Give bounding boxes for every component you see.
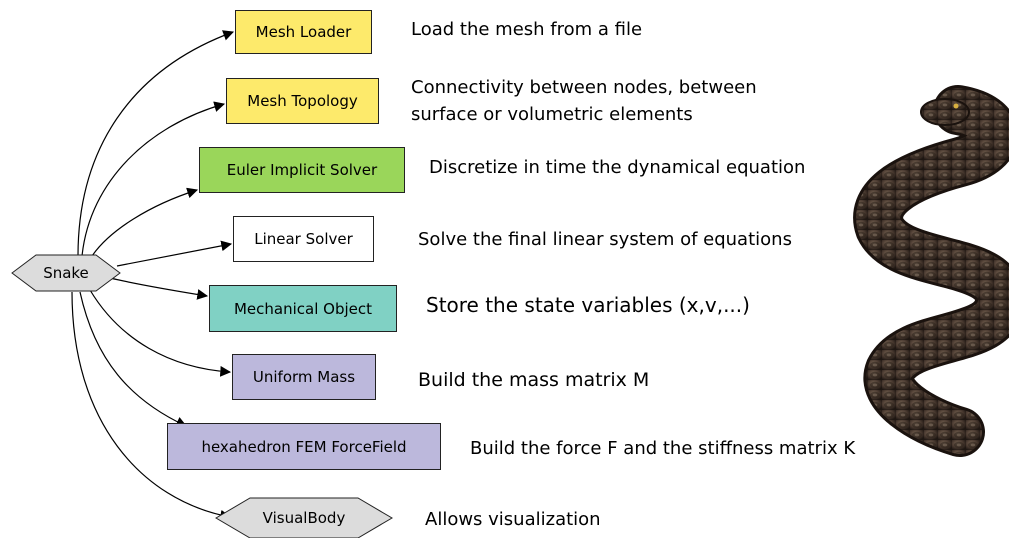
fem-forcefield-description: Build the force F and the stiffness matr… xyxy=(470,438,856,459)
edge-mesh-loader xyxy=(77,30,235,257)
edge-mesh-topology xyxy=(81,101,226,257)
edge-euler-solver xyxy=(91,187,199,257)
visualbody-description: Allows visualization xyxy=(425,509,601,530)
fem-forcefield-node[interactable]: hexahedron FEM ForceField xyxy=(167,423,441,470)
mesh-topology-description: Connectivity between nodes, between surf… xyxy=(411,77,757,125)
uniform-mass-node[interactable]: Uniform Mass xyxy=(232,354,376,400)
fem-forcefield-label: hexahedron FEM ForceField xyxy=(201,437,407,456)
edge-uniform-mass xyxy=(89,289,232,377)
mesh-topology-node[interactable]: Mesh Topology xyxy=(226,78,379,124)
visualbody-node[interactable]: VisualBody xyxy=(215,497,393,538)
edge-visualbody xyxy=(71,291,232,521)
root-hexagon xyxy=(11,254,121,292)
mesh-loader-label: Mesh Loader xyxy=(255,23,352,41)
edge-linear-solver xyxy=(116,240,233,267)
root-label: Snake xyxy=(43,264,89,282)
edge-fem-forcefield xyxy=(79,291,187,427)
uniform-mass-description: Build the mass matrix M xyxy=(418,369,650,391)
visualbody-label: VisualBody xyxy=(263,509,346,527)
linear-solver-label: Linear Solver xyxy=(254,230,353,248)
mechanical-object-description: Store the state variables (x,v,...) xyxy=(426,293,750,317)
euler-implicit-solver-node[interactable]: Euler Implicit Solver xyxy=(199,147,405,193)
uniform-mass-label: Uniform Mass xyxy=(252,368,356,386)
mesh-topology-label: Mesh Topology xyxy=(247,92,358,110)
snake-image xyxy=(853,85,1009,457)
euler-implicit-solver-label: Euler Implicit Solver xyxy=(226,161,378,179)
edges xyxy=(71,30,235,521)
mechanical-object-node[interactable]: Mechanical Object xyxy=(209,285,397,332)
mesh-loader-description: Load the mesh from a file xyxy=(411,19,643,40)
mesh-loader-node[interactable]: Mesh Loader xyxy=(235,10,372,54)
root-node[interactable]: Snake xyxy=(11,254,121,292)
mechanical-object-label: Mechanical Object xyxy=(233,299,373,318)
linear-solver-description: Solve the final linear system of equatio… xyxy=(418,229,792,250)
euler-solver-description: Discretize in time the dynamical equatio… xyxy=(429,157,806,178)
edge-mechanical-object xyxy=(109,277,209,300)
linear-solver-node[interactable]: Linear Solver xyxy=(233,216,374,262)
visualbody-hexagon xyxy=(215,497,393,538)
